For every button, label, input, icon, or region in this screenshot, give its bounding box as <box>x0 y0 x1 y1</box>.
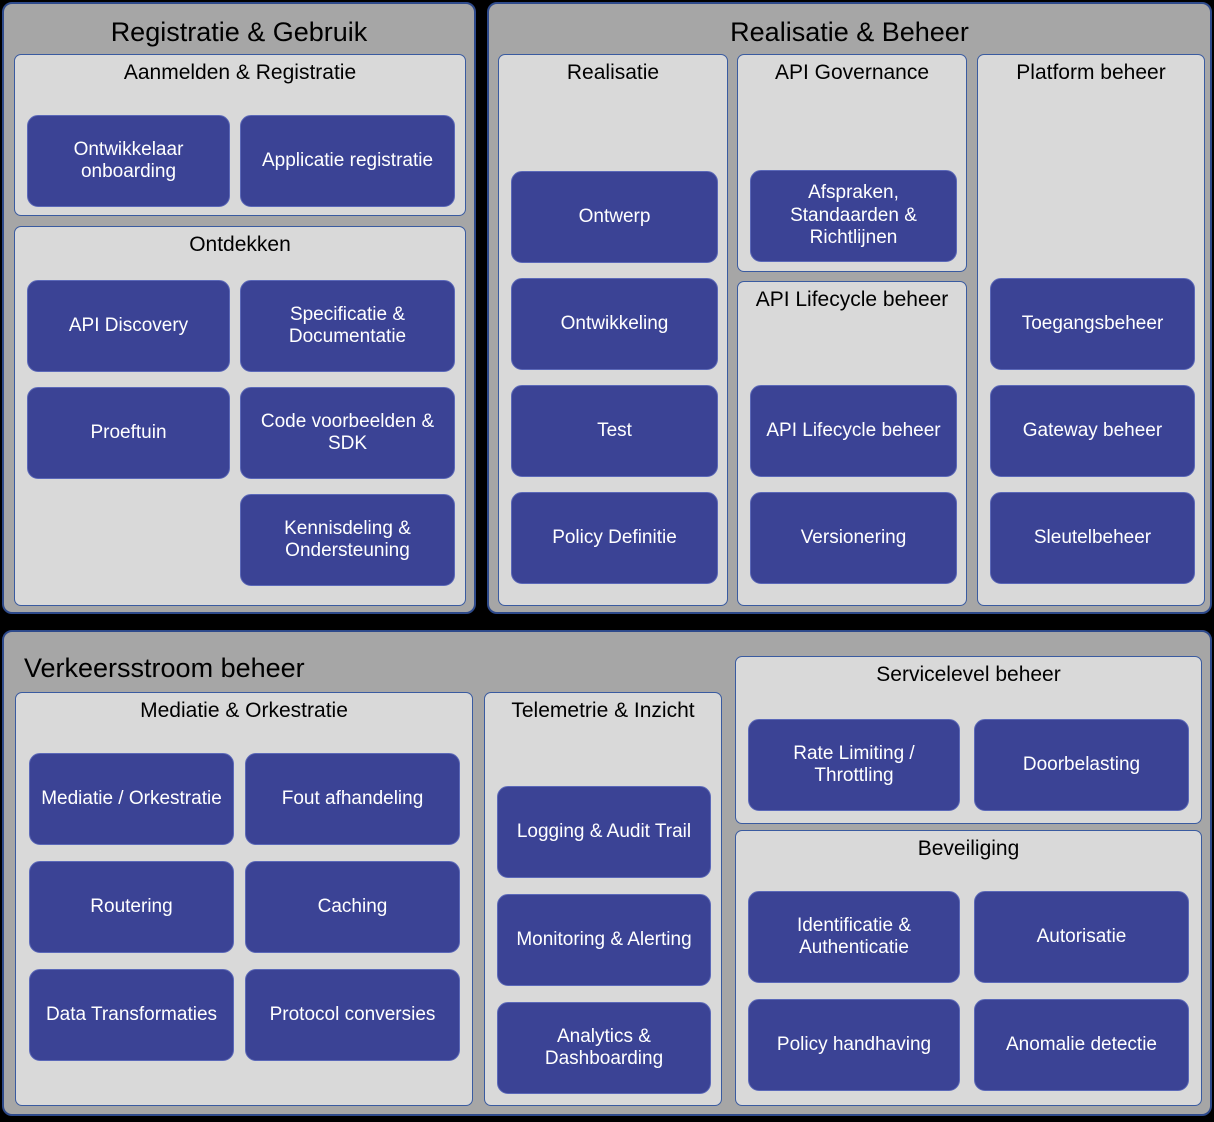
group-registratie-gebruik: Registratie & Gebruik Aanmelden & Regist… <box>2 2 476 614</box>
tile-rate-limiting-throttling[interactable]: Rate Limiting / Throttling <box>748 719 960 811</box>
panel-realisatie: Realisatie Ontwerp Ontwikkeling Test Pol… <box>498 54 728 606</box>
tile-api-lifecycle-beheer[interactable]: API Lifecycle beheer <box>750 385 957 477</box>
panel-mediatie-orkestratie: Mediatie & Orkestratie Mediatie / Orkest… <box>15 692 473 1106</box>
panel-title-telemetrie-inzicht: Telemetrie & Inzicht <box>511 699 695 722</box>
tile-fout-afhandeling[interactable]: Fout afhandeling <box>245 753 460 845</box>
tile-ontwerp[interactable]: Ontwerp <box>511 171 718 263</box>
panel-platform-beheer: Platform beheer Toegangsbeheer Gateway b… <box>977 54 1205 606</box>
panel-title-beveiliging: Beveiliging <box>917 837 1020 860</box>
panel-title-ontdekken: Ontdekken <box>189 233 291 256</box>
group-title-verkeersstroom-beheer: Verkeersstroom beheer <box>24 653 305 683</box>
tile-mediatie-orkestratie[interactable]: Mediatie / Orkestratie <box>29 753 234 845</box>
tile-logging-audit-trail[interactable]: Logging & Audit Trail <box>497 786 711 878</box>
panel-title-realisatie: Realisatie <box>566 61 660 84</box>
tile-policy-handhaving[interactable]: Policy handhaving <box>748 999 960 1091</box>
tile-toegangsbeheer[interactable]: Toegangsbeheer <box>990 278 1195 370</box>
panel-title-servicelevel-beheer: Servicelevel beheer <box>876 663 1061 686</box>
tile-versionering[interactable]: Versionering <box>750 492 957 584</box>
tile-protocol-conversies[interactable]: Protocol conversies <box>245 969 460 1061</box>
tile-data-transformaties[interactable]: Data Transformaties <box>29 969 234 1061</box>
panel-title-api-lifecycle-beheer: API Lifecycle beheer <box>755 288 949 311</box>
tile-doorbelasting[interactable]: Doorbelasting <box>974 719 1189 811</box>
tile-proeftuin[interactable]: Proeftuin <box>27 387 230 479</box>
panel-title-platform-beheer: Platform beheer <box>1016 61 1166 84</box>
tile-policy-definitie[interactable]: Policy Definitie <box>511 492 718 584</box>
tile-api-discovery[interactable]: API Discovery <box>27 280 230 372</box>
tile-kennisdeling-ondersteuning[interactable]: Kennisdeling & Ondersteuning <box>240 494 455 586</box>
panel-telemetrie-inzicht: Telemetrie & Inzicht Logging & Audit Tra… <box>484 692 722 1106</box>
panel-aanmelden-registratie: Aanmelden & Registratie Ontwikkelaar onb… <box>14 54 466 216</box>
group-title-registratie-gebruik: Registratie & Gebruik <box>110 17 368 47</box>
tile-afspraken-standaarden-richtlijnen[interactable]: Afspraken, Standaarden & Richtlijnen <box>750 170 957 262</box>
tile-test[interactable]: Test <box>511 385 718 477</box>
tile-code-voorbeelden-sdk[interactable]: Code voorbeelden & SDK <box>240 387 455 479</box>
panel-servicelevel-beheer: Servicelevel beheer Rate Limiting / Thro… <box>735 656 1202 824</box>
panel-beveiliging: Beveiliging Identificatie & Authenticati… <box>735 830 1202 1106</box>
tile-ontwikkelaar-onboarding[interactable]: Ontwikkelaar onboarding <box>27 115 230 207</box>
tile-applicatie-registratie[interactable]: Applicatie registratie <box>240 115 455 207</box>
panel-title-api-governance: API Governance <box>774 61 930 84</box>
tile-caching[interactable]: Caching <box>245 861 460 953</box>
tile-autorisatie[interactable]: Autorisatie <box>974 891 1189 983</box>
panel-title-mediatie-orkestratie: Mediatie & Orkestratie <box>140 699 348 722</box>
tile-sleutelbeheer[interactable]: Sleutelbeheer <box>990 492 1195 584</box>
tile-anomalie-detectie[interactable]: Anomalie detectie <box>974 999 1189 1091</box>
panel-api-governance: API Governance Afspraken, Standaarden & … <box>737 54 967 272</box>
tile-specificatie-documentatie[interactable]: Specificatie & Documentatie <box>240 280 455 372</box>
tile-gateway-beheer[interactable]: Gateway beheer <box>990 385 1195 477</box>
panel-title-aanmelden-registratie: Aanmelden & Registratie <box>123 61 357 84</box>
tile-monitoring-alerting[interactable]: Monitoring & Alerting <box>497 894 711 986</box>
tile-identificatie-authenticatie[interactable]: Identificatie & Authenticatie <box>748 891 960 983</box>
group-title-realisatie-beheer: Realisatie & Beheer <box>730 17 969 47</box>
tile-analytics-dashboarding[interactable]: Analytics & Dashboarding <box>497 1002 711 1094</box>
tile-ontwikkeling[interactable]: Ontwikkeling <box>511 278 718 370</box>
tile-routering[interactable]: Routering <box>29 861 234 953</box>
group-verkeersstroom-beheer: Verkeersstroom beheer Mediatie & Orkestr… <box>2 630 1212 1116</box>
panel-api-lifecycle-beheer: API Lifecycle beheer API Lifecycle behee… <box>737 281 967 606</box>
panel-ontdekken: Ontdekken API Discovery Specificatie & D… <box>14 226 466 606</box>
group-realisatie-beheer: Realisatie & Beheer Realisatie Ontwerp O… <box>487 2 1212 614</box>
